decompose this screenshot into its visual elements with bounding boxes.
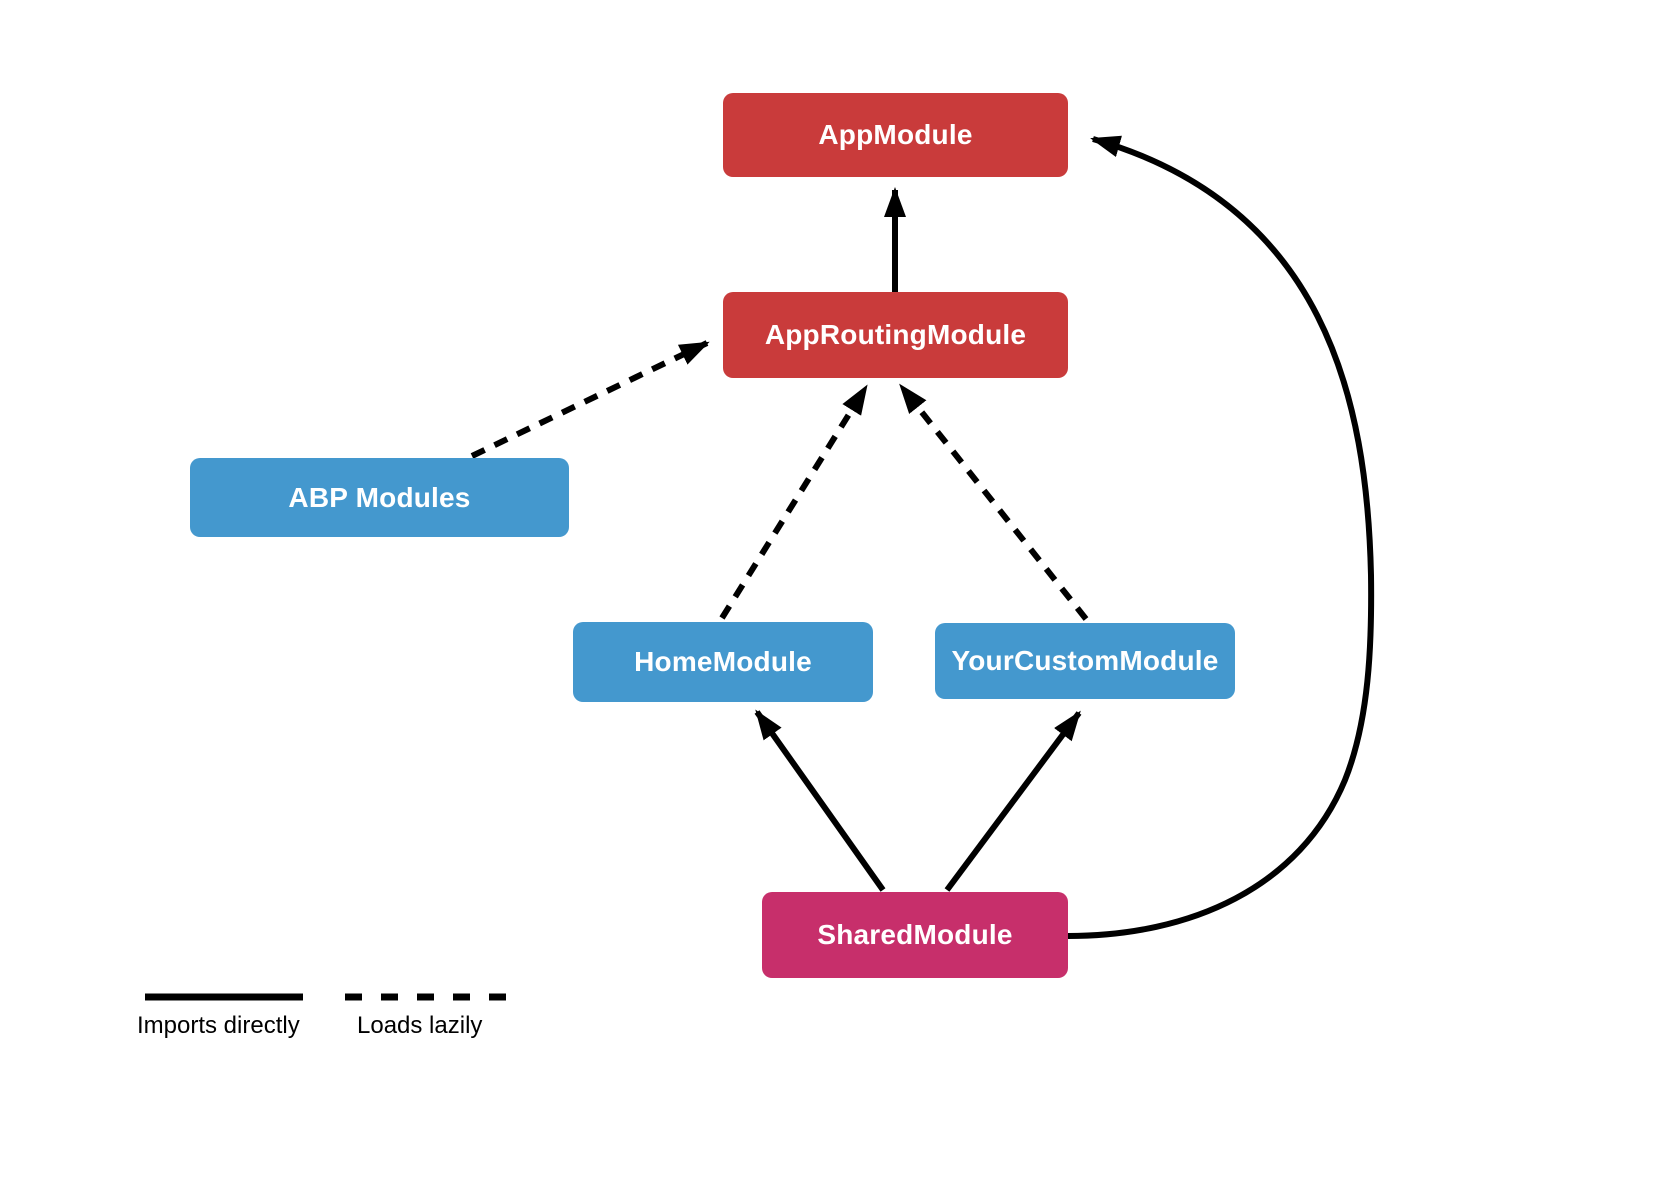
edge-homemodule-to-approutingmodule [719,384,869,620]
node-homemodule: HomeModule [573,622,873,702]
edge-abpmodules-to-approutingmodule [470,340,710,459]
node-sharedmodule: SharedModule [762,892,1068,978]
edge-yourcustommodule-to-approutingmodule [898,383,1089,621]
node-appmodule-label: AppModule [818,119,973,150]
edge-sharedmodule-to-homemodule [754,709,886,892]
node-approutingmodule-label: AppRoutingModule [764,319,1027,350]
node-sharedmodule-label: SharedModule [817,919,1013,950]
edge-sharedmodule-to-appmodule [1067,135,1375,939]
node-approutingmodule: AppRoutingModule [723,292,1068,378]
node-yourcustommodule: YourCustomModule [935,623,1235,699]
legend-solid-label: Imports directly [137,1012,300,1039]
node-homemodule-label: HomeModule [634,646,812,677]
node-yourcustommodule-label: YourCustomModule [951,645,1219,676]
node-appmodule: AppModule [723,93,1068,177]
node-abpmodules-label: ABP Modules [288,481,471,513]
node-abpmodules: ABP Modules [190,458,569,537]
legend-dashed-label: Loads lazily [357,1012,483,1039]
edge-sharedmodule-to-yourcustommodule [944,710,1082,892]
